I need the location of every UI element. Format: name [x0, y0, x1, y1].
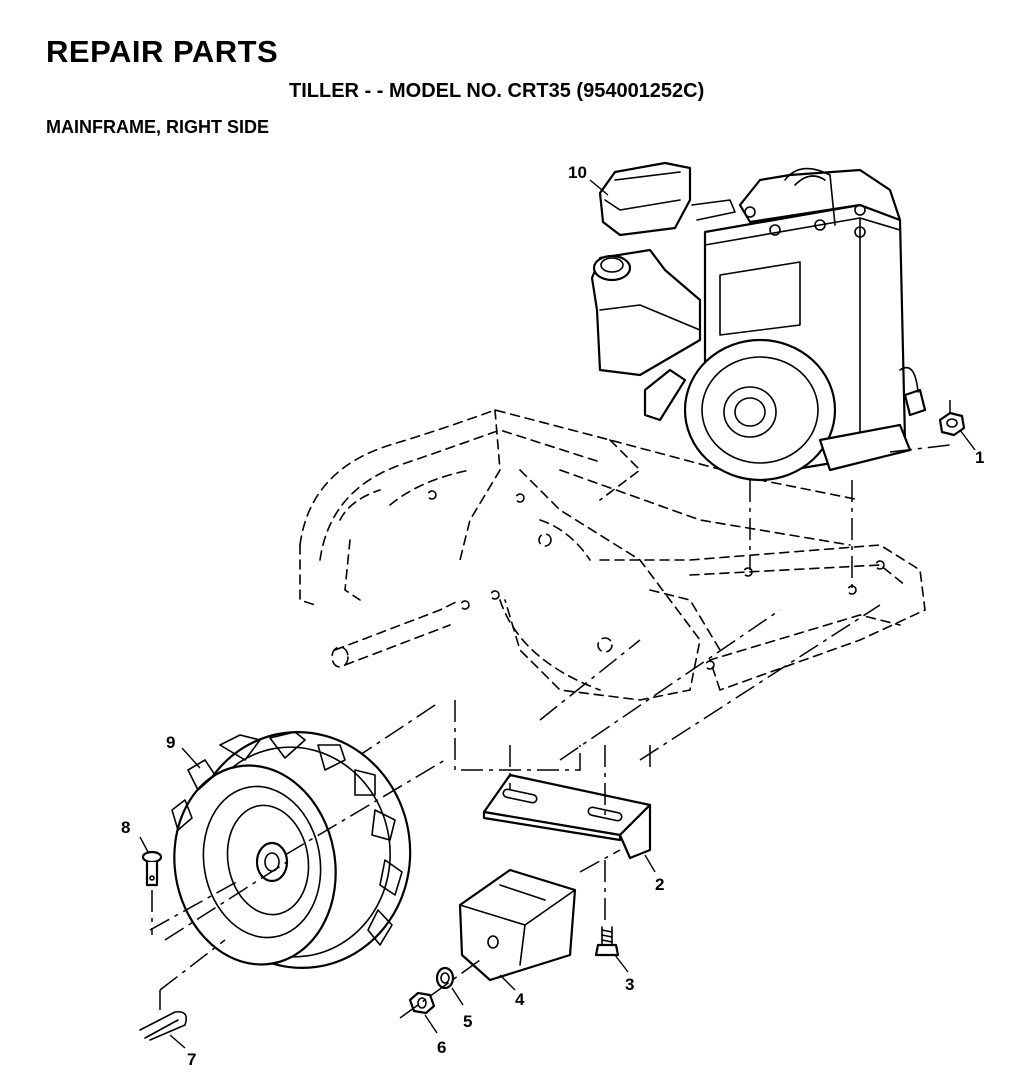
page-title: REPAIR PARTS — [46, 34, 279, 69]
callout-2: 2 — [655, 875, 664, 894]
callout-3: 3 — [625, 975, 634, 994]
hex-nut — [408, 991, 436, 1015]
mainframe-phantom — [299, 409, 926, 701]
callout-6: 6 — [437, 1038, 446, 1057]
clevis-pin — [141, 850, 163, 887]
engine — [590, 161, 927, 482]
callout-4: 4 — [515, 990, 525, 1009]
callout-9: 9 — [166, 733, 175, 752]
callout-1: 1 — [975, 448, 984, 467]
flange-nut — [938, 411, 966, 437]
hairpin-clip — [139, 1010, 188, 1041]
wheel-tire — [149, 731, 446, 969]
callout-7: 7 — [187, 1050, 196, 1069]
callout-10: 10 — [568, 163, 587, 182]
wheel-weight — [458, 868, 577, 982]
bracket — [482, 773, 652, 860]
lock-washer — [435, 966, 455, 990]
callout-5: 5 — [463, 1012, 472, 1031]
section-heading: MAINFRAME, RIGHT SIDE — [46, 117, 269, 137]
hex-bolt — [594, 926, 620, 957]
callout-8: 8 — [121, 818, 130, 837]
model-subtitle: TILLER - - MODEL NO. CRT35 (954001252C) — [289, 80, 705, 102]
